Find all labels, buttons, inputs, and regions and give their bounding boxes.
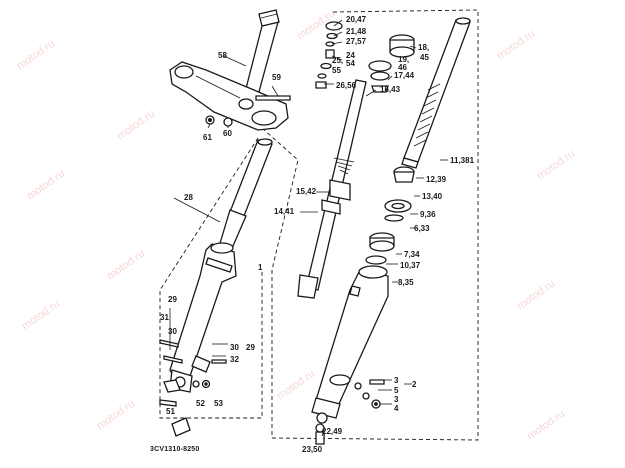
callout-24: 24 (346, 51, 355, 60)
callout-11-381: 11,381 (450, 156, 475, 165)
bracket-bolts (205, 95, 291, 127)
callout-26-56: 26,56 (336, 81, 357, 90)
callout-25-54: 25, (332, 56, 343, 65)
callout-45: 45 (420, 53, 429, 62)
watermark: motod.ru (95, 398, 137, 433)
right-small-parts (315, 379, 385, 445)
center-spring-seat (368, 34, 415, 93)
callout-2: 2 (412, 380, 417, 389)
callout-4: 4 (394, 404, 399, 413)
callout-32: 32 (230, 355, 239, 364)
callout-13-40: 13,40 (422, 192, 443, 201)
callout-7-34: 7,34 (404, 250, 420, 259)
callout-46: 46 (398, 63, 407, 72)
watermark: motod.ru (25, 168, 67, 203)
callout-8-35: 8,35 (398, 278, 414, 287)
callout-31-top: 31 (160, 313, 169, 322)
watermark: motod.ru (275, 368, 317, 403)
left-small-parts (159, 339, 227, 437)
callout-53: 53 (214, 399, 223, 408)
leader-lines (169, 19, 448, 437)
callout-17-44: 17,44 (394, 71, 415, 80)
callout-5: 5 (394, 386, 399, 395)
watermark: motod.ru (115, 108, 157, 143)
callout-51: 51 (166, 407, 175, 416)
watermark: motod.ru (20, 298, 62, 333)
callout-16-43: 16,43 (380, 85, 401, 94)
callout-12-39: 12,39 (426, 175, 447, 184)
callout-14-41: 14,41 (274, 207, 295, 216)
callout-54: 54 (346, 59, 355, 68)
callout-21-48: 21,48 (346, 27, 367, 36)
callout-20-47: 20,47 (346, 15, 367, 24)
drawing-code: 3CV1310-8250 (150, 446, 200, 453)
callout-18-45: 18, (418, 43, 429, 52)
callout-29-right: 29 (246, 343, 255, 352)
right-outer-tube (311, 265, 389, 424)
callout-58: 58 (218, 51, 227, 60)
callout-3-bottom: 3 (394, 395, 399, 404)
callout-6-33: 6,33 (414, 224, 430, 233)
watermark: motod.ru (525, 408, 567, 443)
left-outer-tube (169, 209, 247, 393)
right-inner-tube (401, 17, 471, 169)
callout-28: 28 (184, 193, 193, 202)
callout-55: 55 (332, 66, 341, 75)
callout-1: 1 (258, 263, 263, 272)
right-seals (365, 166, 415, 265)
callout-29-top: 29 (168, 295, 177, 304)
callout-30-top: 30 (168, 327, 177, 336)
watermark: motod.ru (515, 278, 557, 313)
callout-23-50: 23,50 (302, 445, 323, 454)
under-bracket (169, 61, 289, 131)
callout-60: 60 (223, 129, 232, 138)
watermark: motod.ru (535, 148, 577, 183)
callout-52: 52 (196, 399, 205, 408)
watermark: motod.ru (495, 28, 537, 63)
callout-59: 59 (272, 73, 281, 82)
callout-19-46: 19, (398, 55, 409, 64)
callout-30-right: 30 (230, 343, 239, 352)
callout-15-42: 15,42 (296, 187, 317, 196)
watermark: motod.ru (105, 248, 147, 283)
watermark: motod.ru (15, 38, 57, 73)
watermark-layer: motod.ru motod.ru motod.ru motod.ru moto… (15, 8, 577, 443)
callout-61: 61 (203, 133, 212, 142)
callout-27-57: 27,57 (346, 37, 367, 46)
center-damper-rod (297, 79, 367, 299)
callout-10-37: 10,37 (400, 261, 421, 270)
left-assembly-frame (159, 137, 263, 419)
callout-9-36: 9,36 (420, 210, 436, 219)
center-top-parts (315, 21, 343, 89)
left-inner-tube (229, 138, 273, 217)
callout-22-49: 22,49 (322, 427, 343, 436)
right-spring (413, 83, 441, 147)
callout-3-top: 3 (394, 376, 399, 385)
callout-labels: 58 59 61 60 28 1 29 31 30 30 29 32 52 53… (160, 15, 475, 454)
